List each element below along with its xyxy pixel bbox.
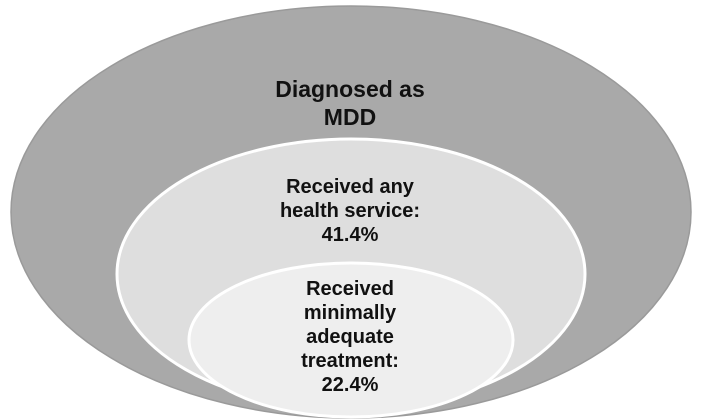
outer-ellipse-label: Diagnosed as MDD [275, 76, 425, 130]
inner-ellipse-label: Received minimally adequate treatment: 2… [301, 278, 399, 396]
middle-ellipse-label: Received any health service: 41.4% [279, 176, 421, 246]
inner-ellipse-minimally-adequate-treatment [187, 261, 515, 419]
